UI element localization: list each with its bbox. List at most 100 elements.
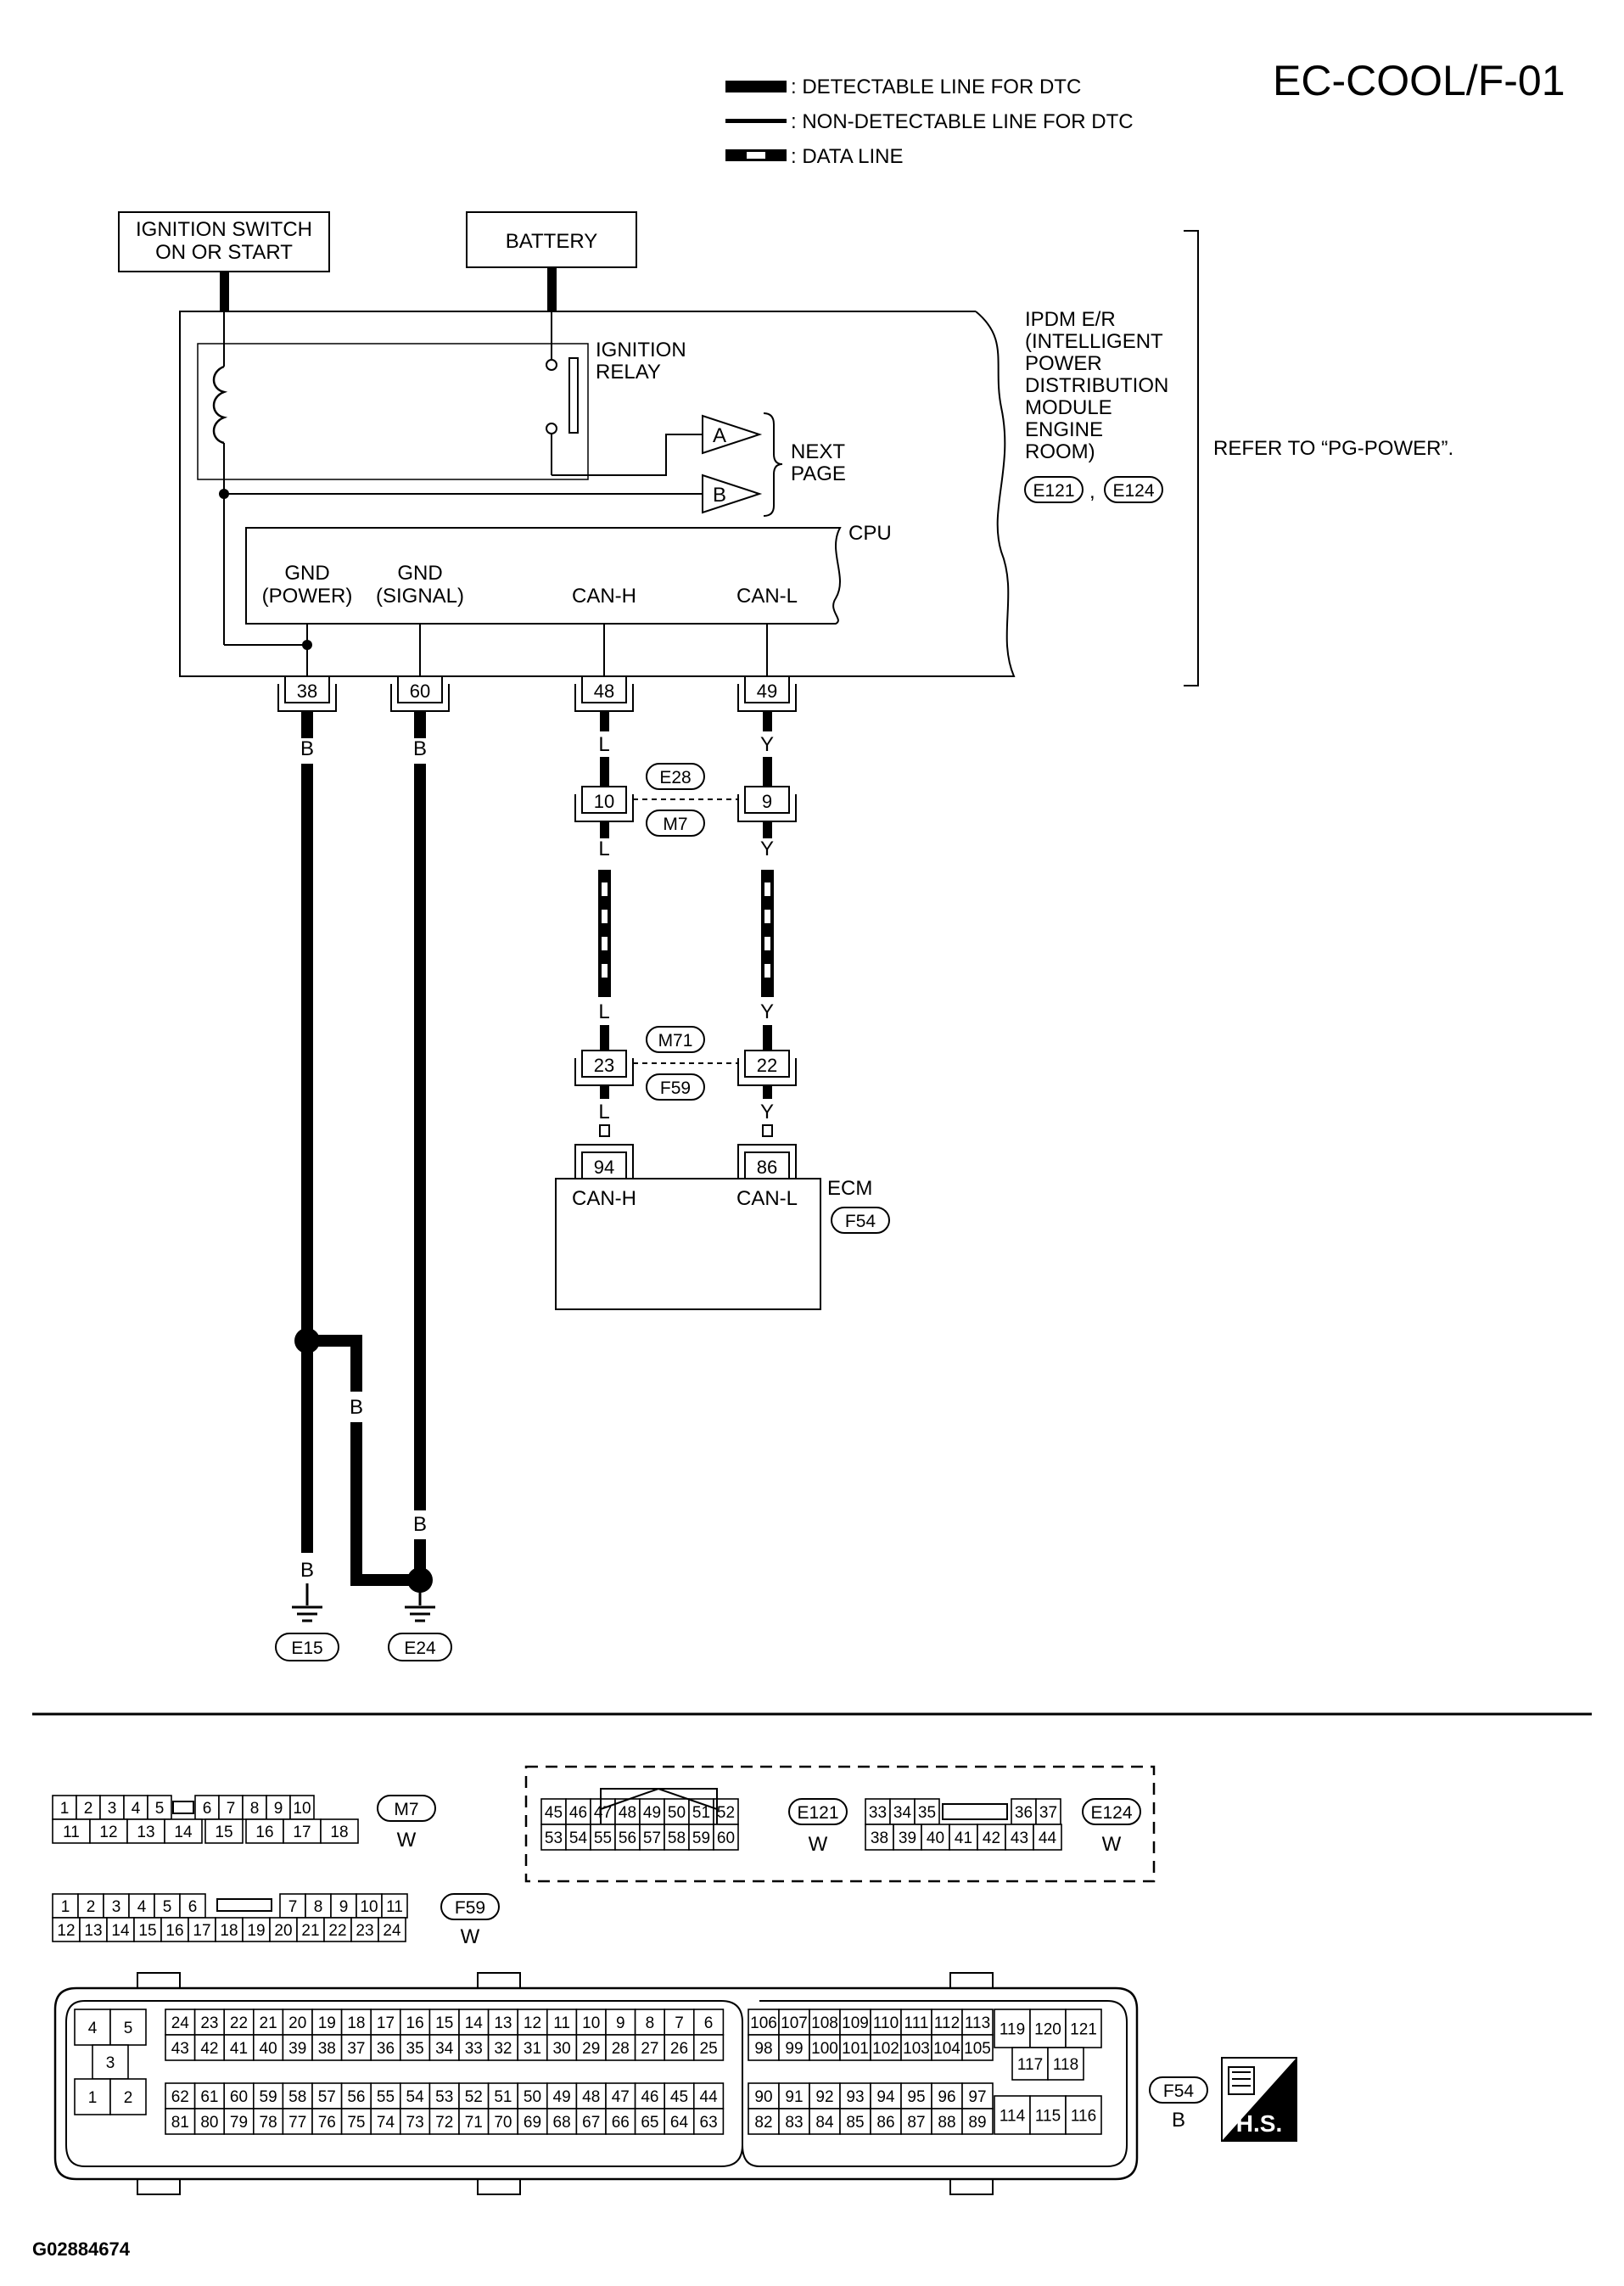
svg-text:1: 1: [61, 1898, 70, 1916]
svg-text:74: 74: [377, 2114, 395, 2132]
pin-cell: 83: [778, 2108, 810, 2135]
svg-text:10: 10: [582, 2014, 600, 2032]
svg-text:103: 103: [903, 2040, 930, 2058]
pin-cell: 4: [123, 1795, 148, 1820]
svg-text:86: 86: [757, 1157, 777, 1178]
svg-text:57: 57: [643, 1829, 661, 1847]
ecm-label: ECM: [827, 1177, 872, 1200]
svg-text:56: 56: [347, 2088, 365, 2106]
svg-text:101: 101: [842, 2040, 869, 2058]
pin-cell: 63: [692, 2108, 725, 2135]
svg-text:3: 3: [106, 2054, 115, 2072]
pin-cell: 43: [1005, 1824, 1034, 1851]
svg-text:56: 56: [619, 1829, 636, 1847]
pin-cell: 22: [323, 1917, 352, 1942]
pin-cell: 12: [89, 1818, 128, 1844]
pin-cell: 74: [370, 2108, 401, 2135]
relay-contact-icon: [546, 359, 557, 371]
svg-text:49: 49: [643, 1804, 661, 1822]
pin-cell: 113: [961, 2009, 994, 2036]
cpu-label: CPU: [848, 522, 892, 545]
ipdm-label: IPDM E/R (INTELLIGENT POWER DISTRIBUTION…: [1025, 308, 1168, 463]
pin-cell: 21: [252, 2009, 284, 2036]
svg-text:33: 33: [465, 2040, 483, 2058]
pin-cell: 45: [664, 2082, 695, 2110]
svg-text:62: 62: [171, 2088, 189, 2106]
ground-e15: E15: [275, 1633, 339, 1661]
svg-text:14: 14: [174, 1824, 193, 1841]
svg-text:69: 69: [524, 2114, 541, 2132]
relay-label-1: IGNITION: [596, 339, 686, 361]
pin-cell: 26: [664, 2034, 695, 2061]
svg-text:46: 46: [569, 1804, 587, 1822]
svg-text:113: 113: [965, 2014, 990, 2032]
pin-cell: 11: [52, 1818, 91, 1844]
svg-text:42: 42: [983, 1829, 1000, 1847]
svg-text:17: 17: [377, 2014, 395, 2032]
pin-cell: 31: [517, 2034, 548, 2061]
e124-key: [942, 1803, 1008, 1820]
can-h-color-1: L: [598, 733, 609, 756]
svg-text:5: 5: [124, 2020, 133, 2037]
pin-cell: 61: [193, 2082, 226, 2110]
svg-text:70: 70: [494, 2114, 512, 2132]
pin-cell: 76: [311, 2108, 343, 2135]
svg-text:107: 107: [781, 2014, 808, 2032]
can-h-color-4: L: [598, 1101, 609, 1123]
pin-cell: 21: [296, 1917, 325, 1942]
pin-cell: 14: [458, 2009, 490, 2036]
svg-text:28: 28: [612, 2040, 630, 2058]
svg-text:47: 47: [612, 2088, 630, 2106]
pin-cell: 12: [517, 2009, 548, 2036]
pin-cell: 18: [215, 1917, 244, 1942]
pin-cell: 47: [590, 1798, 616, 1825]
svg-text:13: 13: [84, 1922, 102, 1940]
svg-text:34: 34: [435, 2040, 454, 2058]
svg-text:96: 96: [938, 2088, 955, 2106]
pin-cell: 35: [914, 1798, 940, 1825]
ground-branch-color: B: [350, 1396, 363, 1419]
pin-cell: 24: [378, 1917, 406, 1942]
pin-cell: 13: [79, 1917, 108, 1942]
svg-text:33: 33: [869, 1804, 887, 1822]
pin-cell: 1: [52, 1795, 77, 1820]
pin-cell: 77: [282, 2108, 313, 2135]
svg-text:M71: M71: [658, 1031, 693, 1051]
svg-text:52: 52: [465, 2088, 483, 2106]
pin-cell: 2: [76, 1795, 101, 1820]
svg-text:30: 30: [553, 2040, 571, 2058]
svg-text:16: 16: [255, 1824, 273, 1841]
svg-text:72: 72: [435, 2114, 453, 2132]
pin-cell: 54: [399, 2082, 431, 2110]
pin-cell: 2: [109, 2078, 147, 2115]
svg-text:117: 117: [1017, 2056, 1043, 2074]
pin-cell: 17: [188, 1917, 216, 1942]
svg-text:111: 111: [904, 2014, 929, 2032]
svg-text:10: 10: [594, 791, 614, 812]
pin-cell: 42: [977, 1824, 1006, 1851]
pin-cell: 89: [961, 2108, 994, 2135]
pin-cell: 29: [575, 2034, 607, 2061]
svg-text:51: 51: [494, 2088, 512, 2106]
svg-text:3: 3: [112, 1898, 121, 1916]
svg-text:59: 59: [260, 2088, 277, 2106]
view-color-f54: B: [1172, 2109, 1185, 2132]
pin-cell: 45: [540, 1798, 567, 1825]
svg-text:15: 15: [435, 2014, 453, 2032]
refer-text: REFER TO “PG-POWER”.: [1213, 437, 1453, 460]
pin-cell: 53: [428, 2082, 460, 2110]
pin-cell: 58: [664, 1824, 690, 1851]
svg-text:45: 45: [545, 1804, 563, 1822]
svg-text:10: 10: [360, 1898, 378, 1916]
svg-text:61: 61: [200, 2088, 218, 2106]
svg-text:110: 110: [873, 2014, 899, 2032]
pin-cell: 97: [961, 2082, 994, 2110]
pin-cell: 9: [330, 1893, 357, 1919]
pin-cell: 99: [778, 2034, 810, 2061]
svg-text:19: 19: [318, 2014, 336, 2032]
joint-pin-9: 9: [744, 786, 790, 814]
pin-cell: 20: [269, 1917, 298, 1942]
svg-text:38: 38: [871, 1829, 888, 1847]
pin-cell: 121: [1065, 2009, 1102, 2048]
pin-cell: 62: [165, 2082, 196, 2110]
